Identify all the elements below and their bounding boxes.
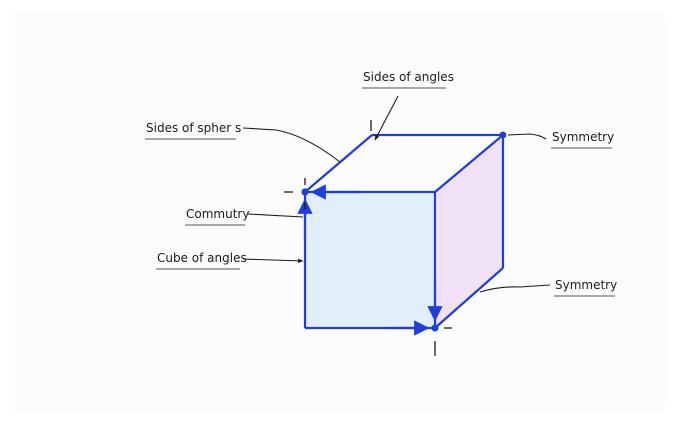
vertex-bottom-right [431, 324, 439, 332]
edge-top-left-diagonal [304, 134, 373, 193]
vertex-top-right [499, 131, 507, 139]
leader-cube-of-angles [242, 258, 304, 264]
leader-symmetry-top [507, 133, 547, 140]
labels: Sides of angles Sides of spher s Commutr… [145, 70, 617, 297]
leader-lines [242, 95, 551, 293]
leader-symmetry-bottom [479, 284, 551, 293]
label-symmetry-top: Symmetry [552, 130, 614, 144]
edge-top-right-diagonal [434, 134, 504, 193]
front-face [305, 192, 435, 328]
side-face [435, 135, 503, 328]
vertex-top-left [301, 188, 309, 196]
label-sides-of-angles: Sides of angles [363, 70, 454, 84]
edge-bottom-right-diagonal [434, 267, 504, 329]
label-sides-of-spheres: Sides of spher s [146, 121, 241, 135]
leader-sides-of-angles [374, 95, 399, 141]
tick-marks [284, 120, 452, 356]
leader-sides-of-spheres [242, 127, 341, 163]
label-symmetry-bottom: Symmetry [555, 278, 617, 292]
leader-commutry [247, 213, 304, 218]
label-commutry: Commutry [186, 207, 249, 221]
cube-edges [303, 133, 505, 330]
label-cube-of-angles: Cube of angles [157, 251, 247, 265]
